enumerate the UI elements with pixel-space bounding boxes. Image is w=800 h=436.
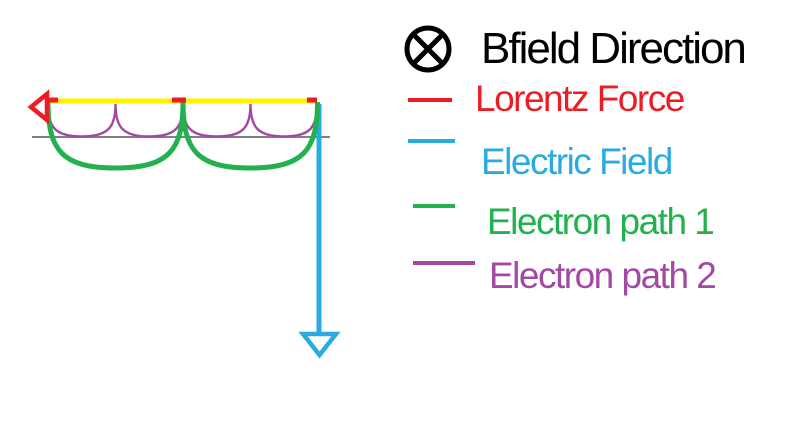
lorentz-force-arrow xyxy=(27,89,317,125)
bfield-into-page-circle-x-icon xyxy=(404,25,452,73)
legend-label-electric-field: Electric Field xyxy=(481,141,673,182)
lorentz-arrowhead-icon xyxy=(27,89,50,125)
legend-label-electron-path-2: Electron path 2 xyxy=(489,255,717,296)
legend-label-lorentz-force: Lorentz Force xyxy=(475,78,685,119)
legend-swatch-bfield xyxy=(404,25,452,73)
bfield-x-stroke-2 xyxy=(411,32,445,66)
legend-label-bfield-direction: Bfield Direction xyxy=(481,24,747,73)
electron-path-1-curve xyxy=(45,101,320,171)
electric-field-arrow xyxy=(298,104,341,359)
legend-label-electron-path-1: Electron path 1 xyxy=(487,201,715,242)
electric-field-arrowhead-icon xyxy=(298,331,341,359)
